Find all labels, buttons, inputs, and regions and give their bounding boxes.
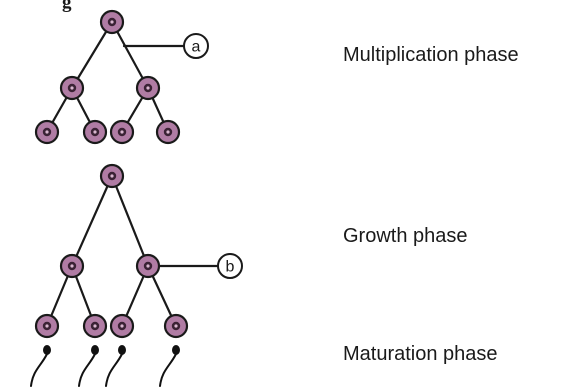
growth-phase-label: Growth phase: [343, 225, 468, 247]
callout-b-letter: b: [226, 259, 235, 276]
spermatogonium-cell: [109, 119, 135, 145]
sperm-cell: [159, 345, 180, 387]
sperm-tails: [30, 345, 180, 387]
primary-spermatocyte-cell: [99, 163, 125, 189]
spermatid-cell: [163, 313, 189, 339]
heading-fragment: g: [62, 0, 72, 13]
secondary-spermatocyte-cell: [135, 253, 161, 279]
spermatogonium-cell: [99, 9, 125, 35]
spermatogonium-cell: [34, 119, 60, 145]
secondary-spermatocyte-cell: [59, 253, 85, 279]
spermatid-cell: [34, 313, 60, 339]
multiplication-phase-label: Multiplication phase: [343, 44, 519, 66]
maturation-phase-label: Maturation phase: [343, 343, 498, 365]
sperm-cell: [105, 345, 126, 387]
spermatogonium-cell: [155, 119, 181, 145]
spermatid-cell: [109, 313, 135, 339]
sperm-cell: [30, 345, 51, 387]
callout-b: b: [217, 253, 243, 279]
callout-a-letter: a: [192, 39, 201, 56]
connector-lines: [45, 20, 220, 328]
sperm-cell: [78, 345, 99, 387]
spermatogonium-cell: [82, 119, 108, 145]
cells: [34, 9, 189, 339]
callout-a: a: [183, 33, 209, 59]
spermatogonium-cell: [135, 75, 161, 101]
spermatogonium-cell: [59, 75, 85, 101]
spermatid-cell: [82, 313, 108, 339]
